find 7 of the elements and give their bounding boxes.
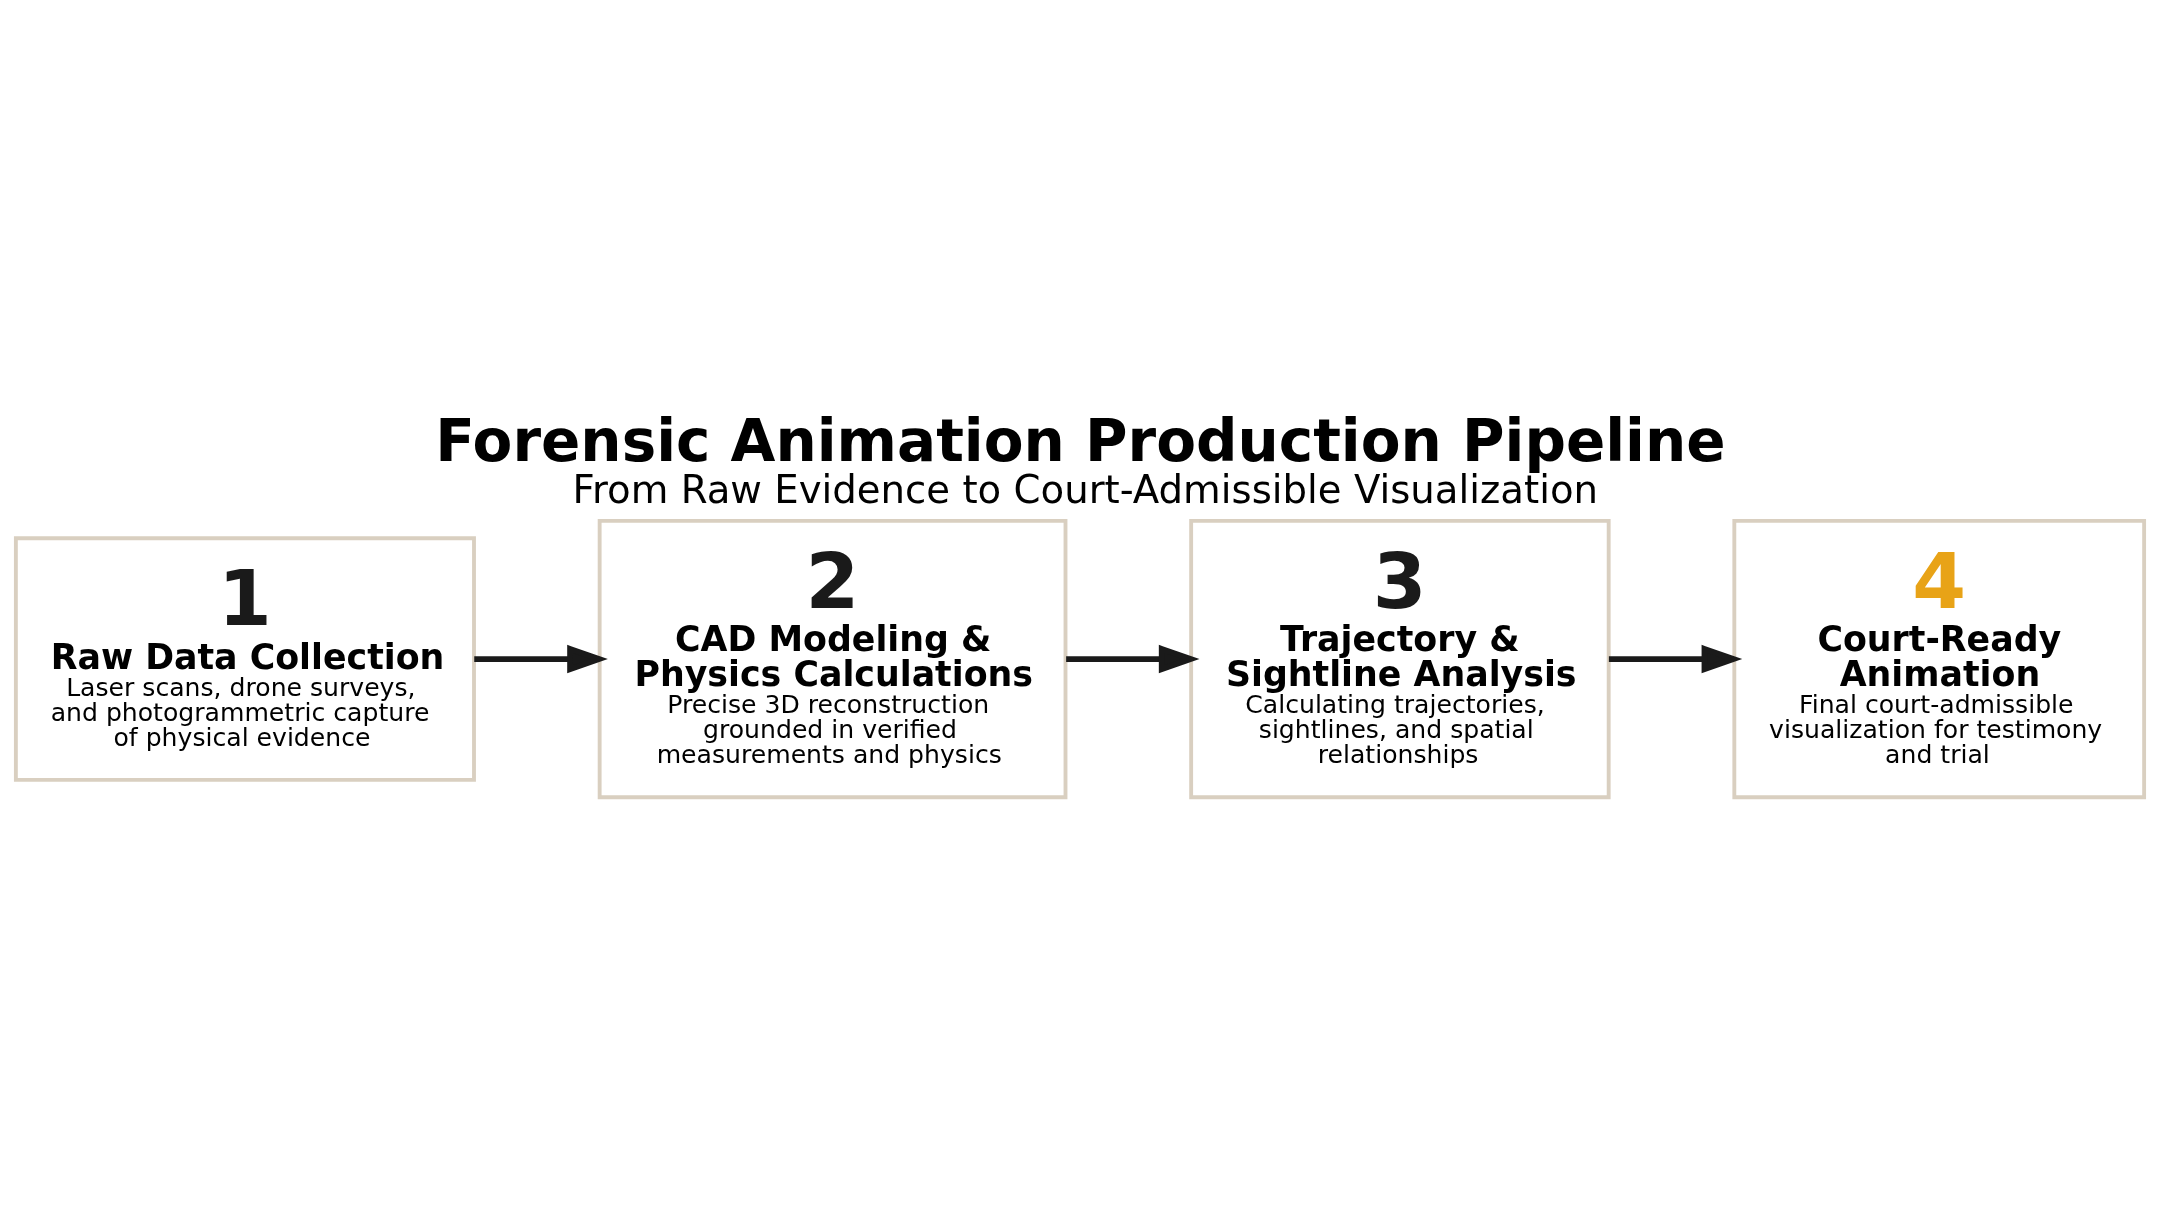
- node-box: 4 Court-Ready Animation Final court-admissible visualization for testimony and trial: [1732, 518, 2147, 800]
- arrow: [474, 644, 608, 674]
- arrow: [1608, 644, 1743, 674]
- node-box: 3 Trajectory & Sightline Analysis Calculating trajectories, sightlines, and spatial relationships: [1189, 518, 1611, 800]
- node-box: 2 CAD Modeling & Physics Calculations Precise 3D reconstruction grounded in verified measurements and physics: [597, 518, 1068, 800]
- node-box: 1 Raw Data Collection Laser scans, drone surveys, and photogrammetric capture of physical evidence: [13, 536, 476, 782]
- arrow: [1066, 644, 1200, 674]
